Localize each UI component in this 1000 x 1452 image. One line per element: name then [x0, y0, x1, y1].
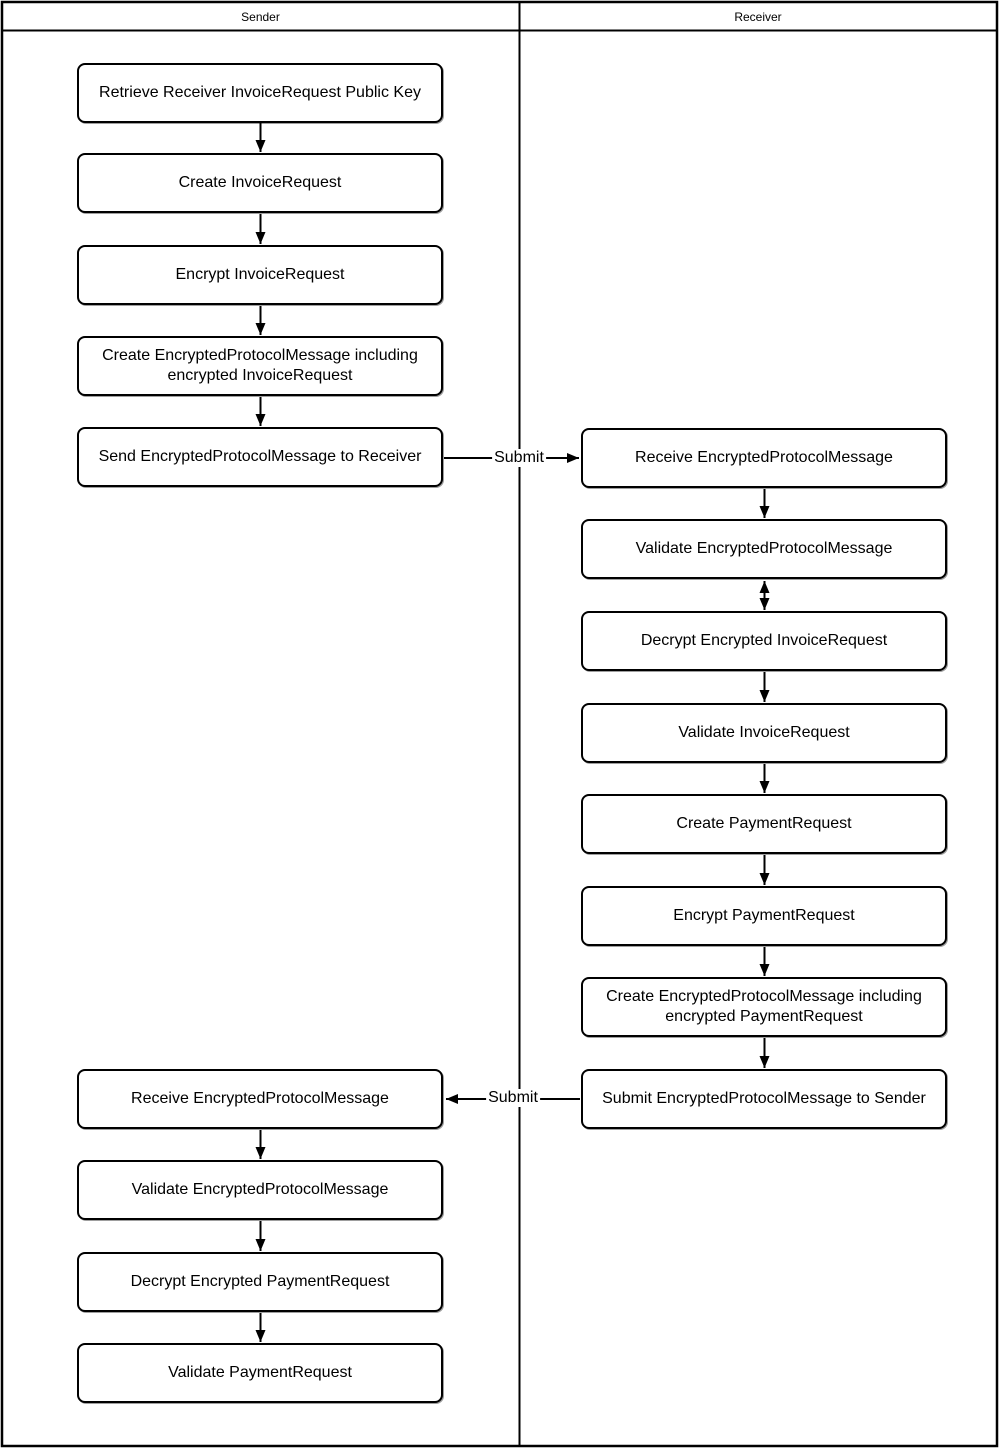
step-receive-epm-receiver: Receive EncryptedProtocolMessage — [581, 428, 947, 488]
lane-title-sender: Sender — [241, 9, 280, 24]
step-validate-invoicerequest: Validate InvoiceRequest — [581, 703, 947, 763]
step-encrypt-paymentrequest: Encrypt PaymentRequest — [581, 886, 947, 946]
step-validate-epm-sender: Validate EncryptedProtocolMessage — [77, 1160, 443, 1220]
submit-label-to-receiver: Submit — [492, 449, 546, 467]
lane-header-sender: Sender — [2, 3, 519, 30]
submit-label-to-sender: Submit — [486, 1089, 540, 1107]
step-submit-epm-to-sender: Submit EncryptedProtocolMessage to Sende… — [581, 1069, 947, 1129]
lane-header-receiver: Receiver — [519, 3, 997, 30]
lane-title-receiver: Receiver — [734, 9, 782, 24]
step-decrypt-invoicerequest: Decrypt Encrypted InvoiceRequest — [581, 611, 947, 671]
step-retrieve-public-key: Retrieve Receiver InvoiceRequest Public … — [77, 63, 443, 123]
step-decrypt-paymentrequest: Decrypt Encrypted PaymentRequest — [77, 1252, 443, 1312]
step-send-epm-to-receiver: Send EncryptedProtocolMessage to Receive… — [77, 427, 443, 487]
step-validate-paymentrequest: Validate PaymentRequest — [77, 1343, 443, 1403]
step-create-epm-paymentrequest: Create EncryptedProtocolMessage includin… — [581, 977, 947, 1037]
step-create-epm-invoicerequest: Create EncryptedProtocolMessage includin… — [77, 336, 443, 396]
step-validate-epm-receiver: Validate EncryptedProtocolMessage — [581, 519, 947, 579]
step-create-invoicerequest: Create InvoiceRequest — [77, 153, 443, 213]
step-receive-epm-sender: Receive EncryptedProtocolMessage — [77, 1069, 443, 1129]
step-create-paymentrequest: Create PaymentRequest — [581, 794, 947, 854]
step-encrypt-invoicerequest: Encrypt InvoiceRequest — [77, 245, 443, 305]
